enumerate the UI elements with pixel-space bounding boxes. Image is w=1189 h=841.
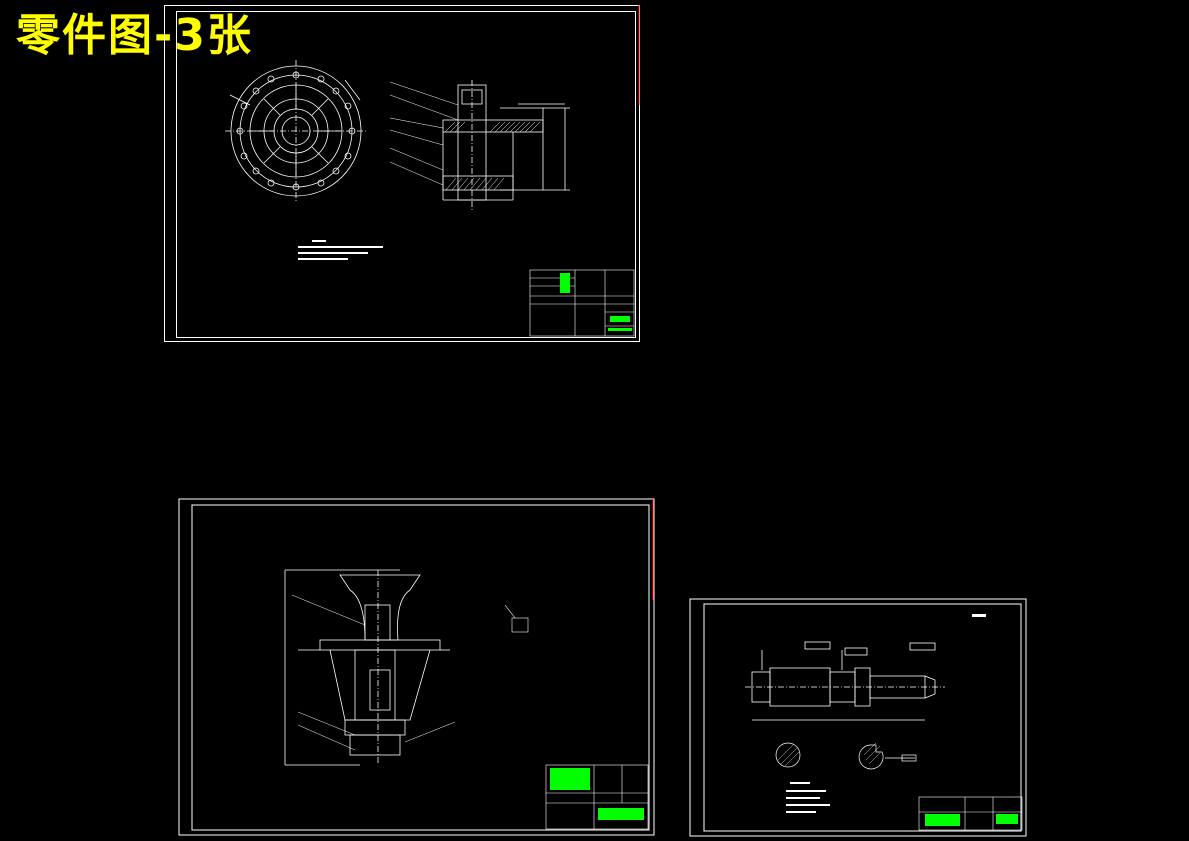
flange-section-view xyxy=(442,80,570,210)
title-block-2 xyxy=(545,764,649,830)
title-block-3-accent xyxy=(925,814,1018,826)
section-hatching xyxy=(444,121,541,191)
title-block-1 xyxy=(529,269,635,337)
flange-plan-view xyxy=(225,60,367,202)
shaft-section-hatch xyxy=(777,742,881,767)
assembly-leaders xyxy=(291,594,456,751)
sheet-3-frame xyxy=(689,598,1027,837)
page-title: 零件图-3张 xyxy=(16,10,253,61)
shaft-sections xyxy=(775,742,917,770)
assembly-elevation-view xyxy=(284,569,450,766)
leader-lines xyxy=(389,81,459,186)
detail-view-small xyxy=(504,604,529,633)
drawing-sheet-1 xyxy=(164,5,640,342)
sheet-1-frame xyxy=(176,11,636,338)
shaft-view xyxy=(745,641,945,721)
shaft-notes xyxy=(786,614,986,813)
title-block-3 xyxy=(918,796,1023,831)
sheet-2-frame xyxy=(178,498,655,836)
bolt-holes xyxy=(236,71,356,191)
ribs xyxy=(250,85,342,177)
title-block-1-accent xyxy=(560,273,632,331)
technical-notes xyxy=(298,240,383,260)
title-block-2-accent xyxy=(550,768,644,820)
